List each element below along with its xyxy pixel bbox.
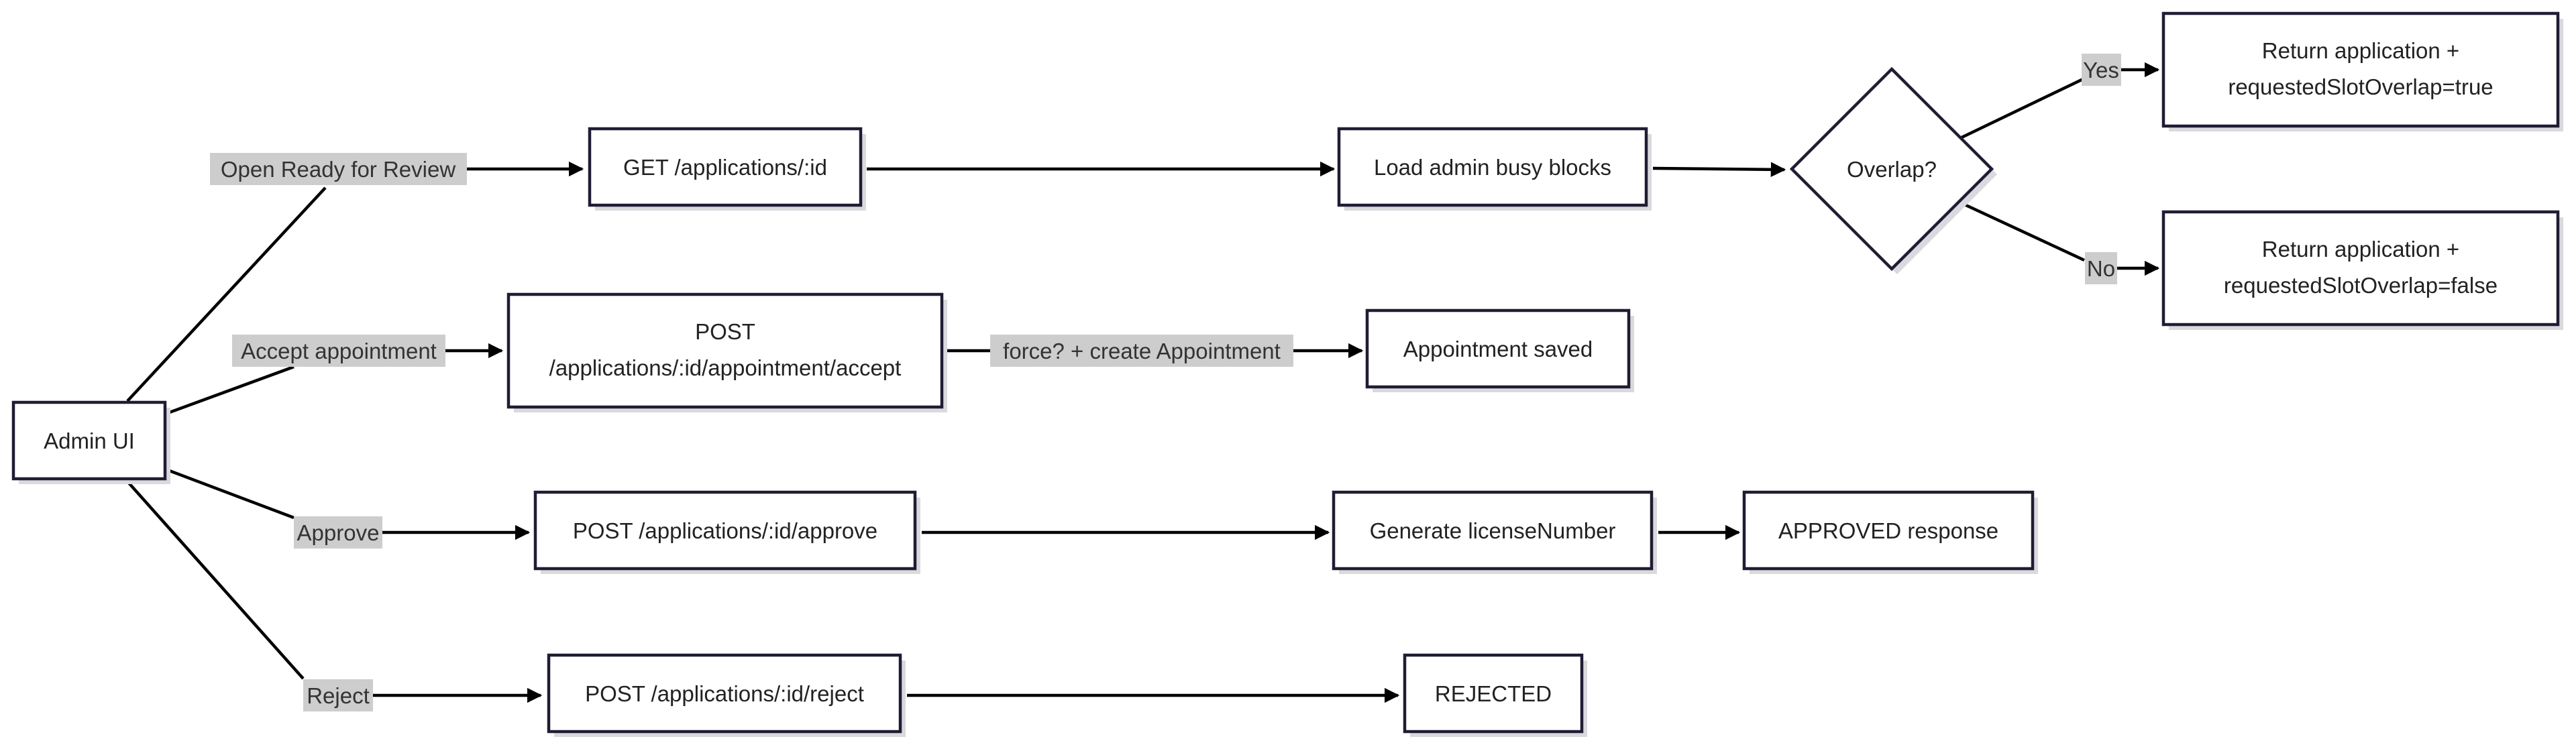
edge-overlap-to-no xyxy=(1960,200,2085,262)
node-get-application: GET /applications/:id xyxy=(588,127,866,211)
node-rejected: REJECTED xyxy=(1403,653,1587,737)
svg-text:GET /applications/:id: GET /applications/:id xyxy=(623,155,827,180)
node-return-overlap-true: Return application + requestedSlotOverla… xyxy=(2161,11,2563,131)
node-post-reject: POST /applications/:id/reject xyxy=(547,653,906,737)
svg-text:Overlap?: Overlap? xyxy=(1847,157,1937,182)
node-approved-response: APPROVED response xyxy=(1742,490,2038,574)
nodes: Admin UI GET /applications/:id Load admi… xyxy=(11,11,2563,737)
edge-label-accept-appointment: Accept appointment xyxy=(241,339,437,363)
node-post-approve: POST /applications/:id/approve xyxy=(533,490,920,574)
svg-text:POST /applications/:id/reject: POST /applications/:id/reject xyxy=(585,681,864,706)
edge-admin-to-reject xyxy=(126,480,305,680)
svg-text:Admin UI: Admin UI xyxy=(44,428,135,453)
node-load-busy-blocks: Load admin busy blocks xyxy=(1337,127,1652,211)
svg-text:Return application +: Return application + xyxy=(2262,38,2459,63)
edge-admin-to-approve xyxy=(167,468,294,520)
edge-admin-to-get xyxy=(126,186,327,402)
edge-label-reject: Reject xyxy=(307,683,370,708)
edges xyxy=(126,62,2160,703)
edge-label-yes: Yes xyxy=(2083,58,2119,82)
svg-text:POST: POST xyxy=(695,319,755,344)
node-generate-license: Generate licenseNumber xyxy=(1332,490,1657,574)
edge-load-to-overlap xyxy=(1652,162,1786,178)
svg-text:Appointment saved: Appointment saved xyxy=(1403,337,1593,361)
node-post-accept: POST /applications/:id/appointment/accep… xyxy=(506,292,947,412)
node-overlap-decision: Overlap? xyxy=(1789,66,1997,274)
edge-label-no: No xyxy=(2087,256,2115,281)
edge-label-open-review: Open Ready for Review xyxy=(221,157,456,182)
svg-text:requestedSlotOverlap=false: requestedSlotOverlap=false xyxy=(2224,273,2498,298)
svg-text:requestedSlotOverlap=true: requestedSlotOverlap=true xyxy=(2228,74,2493,99)
node-appointment-saved: Appointment saved xyxy=(1365,308,1634,392)
svg-text:POST /applications/:id/approve: POST /applications/:id/approve xyxy=(573,518,877,543)
svg-text:Generate licenseNumber: Generate licenseNumber xyxy=(1370,518,1616,543)
svg-text:REJECTED: REJECTED xyxy=(1435,681,1552,706)
svg-text:APPROVED response: APPROVED response xyxy=(1778,518,1998,543)
edge-label-force-create: force? + create Appointment xyxy=(1003,339,1281,363)
edge-overlap-to-yes xyxy=(1960,77,2084,140)
svg-text:/applications/:id/appointment/: /applications/:id/appointment/accept xyxy=(549,355,902,380)
edge-labels: Open Ready for Review Accept appointment… xyxy=(210,54,2121,711)
edge-label-approve: Approve xyxy=(297,520,380,545)
node-admin-ui: Admin UI xyxy=(11,400,170,484)
edge-admin-to-accept xyxy=(167,365,294,415)
svg-text:Load admin busy blocks: Load admin busy blocks xyxy=(1374,155,1611,180)
node-return-overlap-false: Return application + requestedSlotOverla… xyxy=(2161,210,2563,330)
svg-text:Return application +: Return application + xyxy=(2262,237,2459,262)
